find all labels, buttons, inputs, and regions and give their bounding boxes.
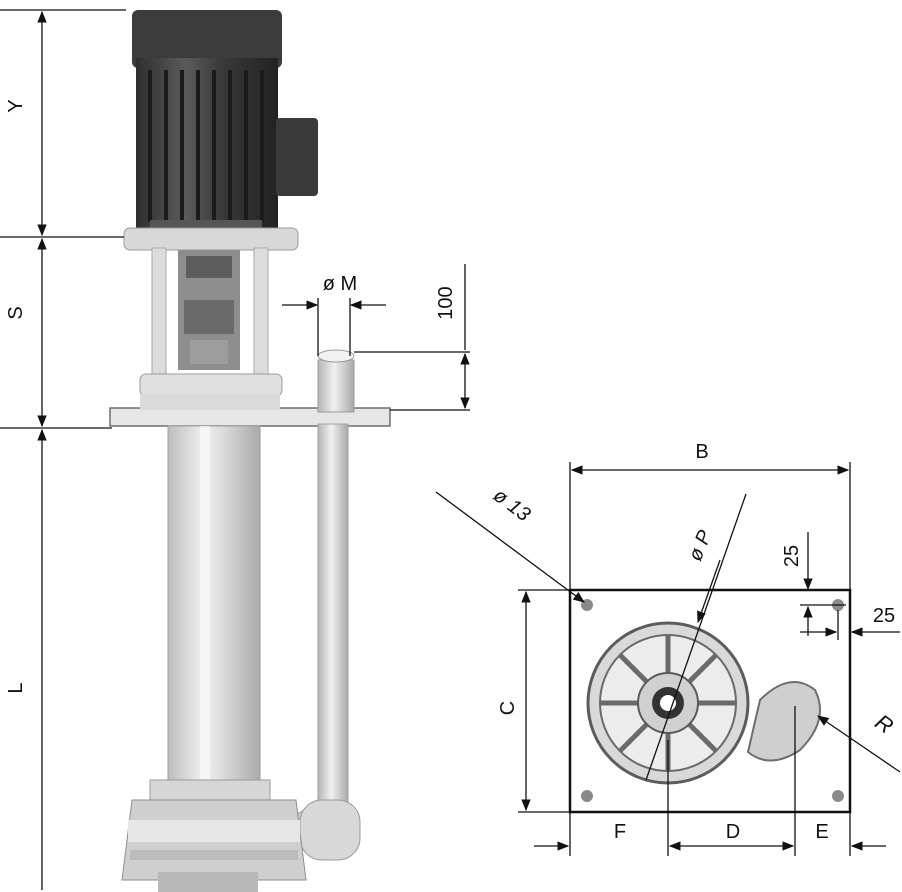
discharge-pipe	[281, 349, 361, 861]
dim-m-label: ø M	[323, 273, 357, 295]
dim-p-label: ø P	[684, 527, 716, 565]
dim-l-label: L	[5, 682, 27, 693]
dim-d-label: D	[726, 821, 740, 843]
dim-s-label: S	[5, 306, 27, 319]
coupling-housing	[151, 247, 269, 379]
dim-offset-h-label: 25	[873, 605, 895, 627]
mounting-hole-br	[832, 790, 844, 802]
pump-top-view	[568, 588, 852, 814]
motor-flange	[123, 227, 299, 251]
dim-y-label: Y	[5, 99, 27, 112]
dim-r-label: R	[871, 709, 898, 739]
dim-e-label: E	[815, 821, 828, 843]
dim-100-label: 100	[435, 286, 457, 319]
dim-c-label: C	[497, 701, 519, 715]
discharge-dimensions: ø M 100	[282, 264, 470, 411]
pump-casing	[121, 779, 307, 892]
plate-boss	[140, 394, 280, 410]
pump-column	[167, 425, 261, 799]
pump-side-view	[109, 10, 391, 892]
bearing-flange	[139, 373, 283, 397]
dim-f-label: F	[614, 821, 626, 843]
motor	[132, 10, 318, 232]
dim-offset-v-label: 25	[781, 545, 803, 567]
dim-b-label: B	[695, 441, 708, 463]
mounting-hole-bl	[581, 790, 593, 802]
vertical-dimensions: Y S L	[0, 9, 126, 890]
casing-top	[586, 621, 821, 785]
dim-hole-label: ø 13	[489, 484, 534, 526]
